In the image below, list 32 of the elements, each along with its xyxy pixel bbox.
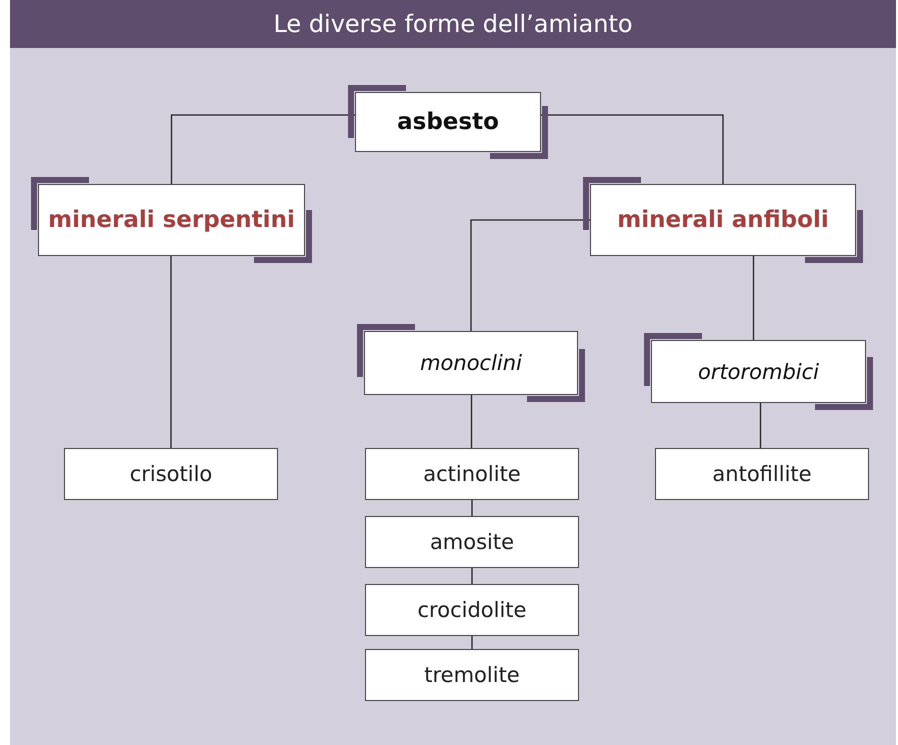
category-box <box>355 92 541 152</box>
category-box <box>38 184 305 256</box>
mineral-box <box>365 516 579 568</box>
box-label: asbesto <box>397 109 499 135</box>
title-bar: Le diverse forme dell’amianto <box>10 0 896 48</box>
box-label: tremolite <box>424 663 520 687</box>
category-box <box>364 331 578 395</box>
connector-line <box>170 256 172 448</box>
connector-line <box>471 500 473 516</box>
box-label: antofillite <box>712 462 812 486</box>
box-label: monoclini <box>420 351 522 375</box>
box-label: amosite <box>430 530 514 554</box>
box-label: minerali anfiboli <box>617 207 829 233</box>
mineral-box <box>655 448 869 500</box>
connector-line <box>760 403 762 448</box>
connector-line <box>470 395 472 448</box>
box-label: actinolite <box>423 462 521 486</box>
category-box <box>651 340 866 403</box>
connector-line <box>752 256 754 340</box>
box-label: crocidolite <box>418 598 526 622</box>
box-label: ortorombici <box>698 360 820 384</box>
connector-line <box>170 114 355 184</box>
mineral-box <box>365 448 579 500</box>
connector-line <box>471 568 473 584</box>
connector-line <box>470 219 590 331</box>
mineral-box <box>64 448 278 500</box>
mineral-box <box>365 584 579 636</box>
connector-line <box>471 636 473 649</box>
box-label: crisotilo <box>130 462 212 486</box>
category-box <box>590 184 856 256</box>
box-label: minerali serpentini <box>48 207 295 233</box>
mineral-box <box>365 649 579 701</box>
